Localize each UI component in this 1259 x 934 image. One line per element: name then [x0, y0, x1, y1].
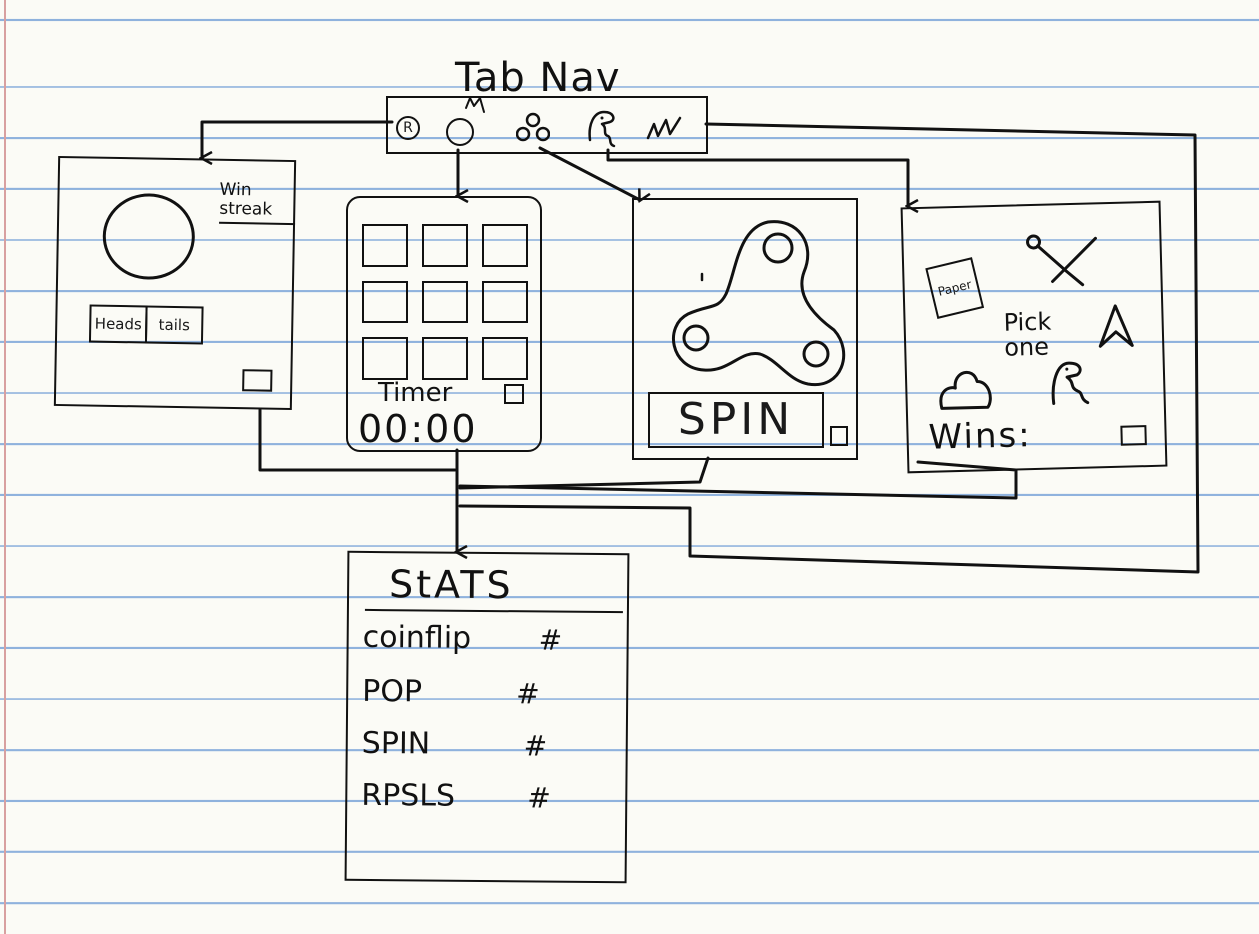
stats-row-label: coinflip: [362, 619, 472, 656]
stats-row-label: SPIN: [361, 725, 431, 762]
coin-icon[interactable]: [446, 118, 474, 146]
stats-screen: StATS coinflip # POP # SPIN # RPSLS #: [344, 550, 630, 884]
pop-tile[interactable]: [482, 224, 528, 267]
stats-row-value: #: [538, 623, 563, 657]
stats-row-value: #: [527, 781, 551, 815]
pop-tile[interactable]: [362, 280, 408, 324]
tails-button[interactable]: tails: [144, 305, 204, 345]
pop-tile[interactable]: [422, 337, 468, 380]
timer-label: Timer: [378, 378, 453, 408]
pop-tile[interactable]: [482, 337, 528, 380]
heads-button[interactable]: Heads: [88, 304, 148, 344]
timer-value: 00:00: [358, 407, 478, 451]
pop-tile[interactable]: [362, 337, 408, 380]
win-streak-label: Win streak: [219, 180, 296, 226]
wins-label: Wins:: [928, 415, 1033, 458]
spinner-icon[interactable]: [516, 112, 550, 142]
lizard-icon[interactable]: [584, 106, 620, 148]
rpsls-screen: Paper Pick one Wins:: [900, 200, 1168, 474]
stats-row-label: POP: [362, 673, 423, 710]
rpsls-corner-button[interactable]: [1120, 425, 1147, 446]
pop-icon[interactable]: [644, 114, 686, 144]
pop-grid: [362, 224, 528, 380]
pick-one-label: Pick one: [1003, 307, 1052, 362]
coinflip-corner-button[interactable]: [242, 369, 273, 392]
pop-tile[interactable]: [422, 224, 468, 267]
coinflip-screen: Win streak Heads tails: [53, 155, 297, 411]
coin-graphic: [102, 192, 196, 281]
stats-title: StATS: [388, 562, 514, 608]
stats-divider: [364, 608, 623, 614]
paper-icon[interactable]: Paper: [925, 257, 985, 319]
fidget-spinner-graphic: [672, 220, 846, 387]
pop-screen: Timer 00:00: [346, 196, 542, 452]
scissors-icon[interactable]: [1021, 230, 1102, 288]
tab-nav-bar: R: [386, 96, 708, 154]
spin-corner-button[interactable]: [830, 426, 848, 446]
spock-icon[interactable]: [1095, 301, 1136, 350]
rock-icon[interactable]: [937, 359, 994, 412]
stats-row-value: #: [516, 677, 540, 711]
pop-tile[interactable]: [422, 280, 468, 324]
spin-button[interactable]: SPIN: [648, 392, 824, 448]
pop-tile[interactable]: [362, 224, 408, 267]
rock-icon[interactable]: R: [396, 116, 420, 140]
spin-screen: SPIN: [632, 198, 858, 460]
stats-row-label: RPSLS: [361, 777, 456, 814]
stats-row-value: #: [523, 729, 548, 763]
pop-tile[interactable]: [482, 280, 528, 324]
pop-corner-button[interactable]: [504, 384, 524, 404]
lizard-icon[interactable]: [1046, 354, 1099, 407]
tab-nav-title: Tab Nav: [455, 55, 621, 101]
